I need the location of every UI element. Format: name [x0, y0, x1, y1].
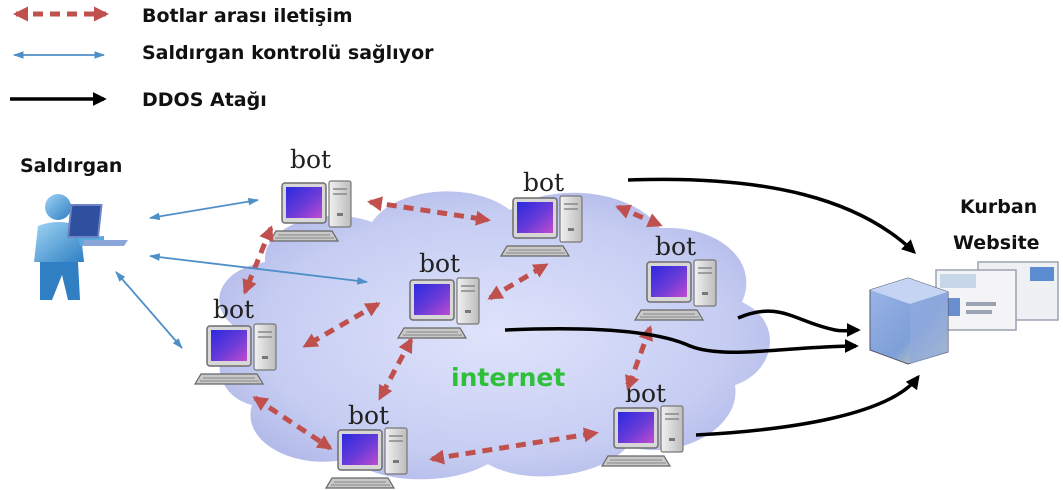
bot-6-label: bot	[348, 401, 389, 430]
bot-2: bot	[500, 168, 583, 257]
legend-ddos-attack: DDOS Atağı	[10, 89, 267, 111]
victim: Kurban Website	[869, 196, 1059, 365]
person-at-laptop-icon	[34, 194, 128, 300]
attack-link-bot2	[627, 177, 917, 254]
bot-1: bot	[269, 145, 352, 242]
website-windows-icon	[935, 261, 1059, 331]
attack-link-bot7	[695, 374, 920, 437]
link-bot4-bot7	[625, 325, 653, 391]
bot-3-label: bot	[419, 249, 460, 278]
legend-bot-communication-text: Botlar arası iletişim	[142, 5, 353, 27]
link-bot1-bot2	[367, 196, 491, 226]
control-link-bot5	[115, 271, 183, 349]
victim-label-line2: Website	[953, 232, 1040, 254]
ddos-attack-links	[504, 177, 920, 437]
bot-5-label: bot	[213, 295, 254, 324]
bot-4-label: bot	[655, 232, 696, 261]
legend-attacker-control-text: Saldırgan kontrolü sağlıyor	[142, 42, 434, 64]
legend: Botlar arası iletişim Saldırgan kontrolü…	[10, 5, 434, 111]
attack-link-bot3	[504, 327, 859, 354]
legend-bot-communication: Botlar arası iletişim	[12, 5, 353, 27]
control-link-bot3	[148, 253, 369, 285]
server-icon	[869, 277, 949, 365]
link-bot3-bot2	[487, 262, 549, 301]
victim-label-line1: Kurban	[960, 196, 1037, 218]
legend-ddos-attack-text: DDOS Atağı	[142, 89, 267, 111]
bot-7-computer-icon	[601, 405, 684, 467]
bot-6: bot	[325, 401, 408, 489]
attacker: Saldırgan	[20, 155, 128, 300]
control-link-bot1	[148, 197, 260, 221]
bot-2-label: bot	[523, 168, 564, 197]
attacker-label: Saldırgan	[20, 155, 122, 177]
link-bot6-bot7	[429, 427, 599, 465]
internet-label: internet	[451, 363, 565, 392]
bot-3: bot	[397, 249, 480, 339]
link-bot5-bot6	[252, 395, 333, 451]
bot-1-label: bot	[290, 145, 331, 174]
link-bot3-bot6	[377, 337, 414, 401]
attacker-control-links	[115, 197, 369, 349]
legend-attacker-control: Saldırgan kontrolü sağlıyor	[12, 42, 434, 64]
link-bot2-bot4	[615, 204, 663, 228]
bot-6-computer-icon	[325, 427, 408, 489]
bot-5: bot	[194, 295, 277, 385]
link-bot3-bot5	[302, 301, 381, 349]
attack-link-bot4	[737, 309, 861, 338]
bot-4: bot	[634, 232, 717, 321]
